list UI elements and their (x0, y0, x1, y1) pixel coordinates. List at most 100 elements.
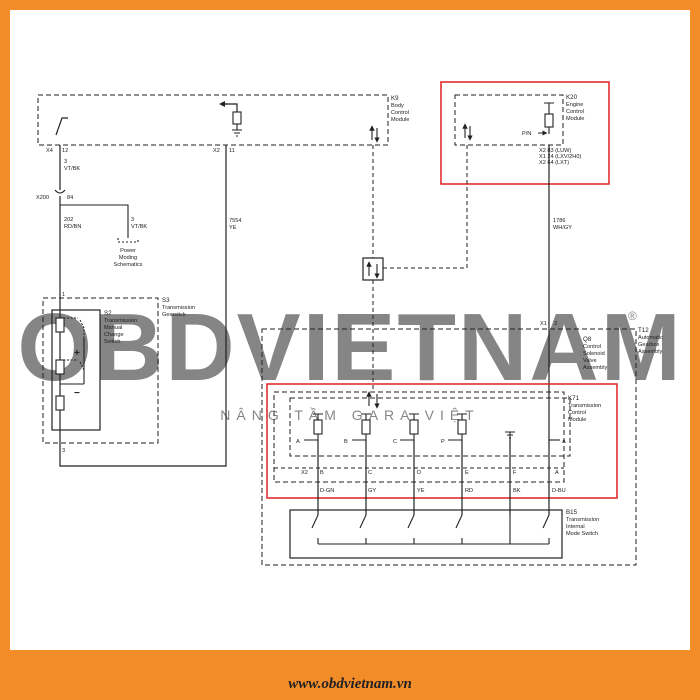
solenoid-3-resistor (409, 419, 419, 435)
k9-line-1: Body (391, 103, 404, 109)
tcm-x2-label: X2 (301, 470, 308, 476)
w3-color: YE (229, 225, 237, 231)
s2-line-1: Transmission (104, 318, 137, 324)
power-moding-pin: 3 (131, 217, 134, 223)
k20-connector-1: X2 83 (LUW) (539, 148, 571, 154)
bus-gateway-block (362, 257, 384, 281)
solenoid-channel-3: C D YE (393, 413, 425, 515)
s2-line-3: Change (104, 332, 124, 338)
solenoid-channel-2: B C GY (344, 413, 376, 515)
x200-pin: 84 (67, 195, 73, 201)
w1-color: VT/BK (64, 166, 80, 172)
q8-line-1: Control (583, 344, 601, 350)
tcm-right-channel: A A D-BU (548, 439, 566, 515)
power-moding-line-3: Schematics (114, 262, 143, 268)
solenoid-4-resistor (457, 419, 467, 435)
w4-color: WH/GY (553, 225, 572, 231)
s3-line-1: Transmission (162, 305, 195, 311)
k9-resistor (232, 111, 242, 125)
solenoid-4-pin: E (465, 470, 469, 476)
footer-bar (0, 650, 700, 700)
solenoid-3-wire: YE (417, 488, 425, 494)
w3-num: 7554 (229, 218, 241, 224)
t12-automatic-gearbox-assembly: T12 Automatic Gearbox Assembly X1 3 Q8 C… (261, 321, 663, 566)
s2-plus-contact-icon (60, 317, 85, 338)
s2-line-4: Switch (104, 339, 120, 345)
watermark: OBDVIETNAM NÂNG TẦM GARA VIỆT ® (17, 294, 682, 423)
b15-contact-5-icon (542, 514, 550, 544)
s3-pin-top: 1 (62, 292, 65, 298)
x1-tcm-pin: 3 (554, 321, 557, 327)
solenoid-channel-1: A B D-GN (296, 413, 334, 515)
k20-line-2: Control (566, 109, 584, 115)
solenoid-5-pin: F (513, 470, 517, 476)
k71-highlight-box (266, 383, 618, 499)
s2-resistor-3 (55, 395, 65, 411)
s3-id: S3 (162, 297, 170, 304)
s3-transmission-gearstick: 1 S3 Transmission Gearstick S2 Transmiss… (42, 145, 241, 467)
w2-num: 202 (64, 217, 73, 223)
x200-connector-icon (54, 189, 66, 194)
solenoid-1-pin: B (320, 470, 324, 476)
s2-line-2: Manual (104, 325, 122, 331)
t12-id: T12 (638, 327, 649, 334)
s2-id: S2 (104, 310, 112, 317)
x2-left-label: X2 (213, 148, 220, 154)
k20-highlight-box (440, 81, 610, 185)
solenoid-2-letter: B (344, 439, 348, 445)
q8-line-4: Assembly (583, 365, 607, 371)
watermark-brand: OBDVIETNAM (17, 294, 682, 401)
b15-line-2: Internal (566, 524, 585, 530)
solenoid-4-wire: RD (465, 488, 473, 494)
power-moding-wire: VT/BK (131, 224, 147, 230)
k20-line-3: Module (566, 116, 584, 122)
s2-plus-label: + (74, 348, 80, 359)
left-wire-chain: 3 VT/BK X200 84 202 RD/BN 3 VT/BK Power … (36, 145, 147, 300)
solenoid-2-pin: C (368, 470, 372, 476)
solenoid-3-letter: C (393, 439, 397, 445)
s2-resistor-2 (55, 359, 65, 375)
wire-7554 (59, 145, 227, 467)
tcm-right-pin: A (555, 470, 559, 476)
solenoid-channel-5-ground: F BK (505, 431, 521, 515)
power-moding-line-2: Moding (119, 255, 137, 261)
s3-line-2: Gearstick (162, 312, 186, 318)
k9-output-lead (225, 103, 238, 112)
solenoid-1-letter: A (296, 439, 300, 445)
k20-engine-control-module: K20 Engine Control Module P/N X2 83 (LUW… (440, 81, 610, 185)
k71-line-2: Control (568, 410, 586, 416)
q8-line-2: Solenoid (583, 351, 605, 357)
w2-color: RD/BN (64, 224, 81, 230)
b15-contact-2-icon (359, 514, 367, 544)
solenoid-5-wire: BK (513, 488, 521, 494)
orange-frame-top (0, 0, 700, 10)
x200-label: X200 (36, 195, 49, 201)
solenoid-4-letter: P (441, 439, 445, 445)
k71-id: K71 (568, 395, 580, 402)
k20-line-1: Engine (566, 102, 583, 108)
schematic-svg: OBDVIETNAM NÂNG TẦM GARA VIỆT ® K9 Body … (17, 81, 682, 566)
k20-id: K20 (566, 94, 578, 101)
k9-id: K9 (391, 95, 399, 102)
b15-id: B15 (566, 509, 578, 516)
solenoid-channel-4: P E RD (441, 413, 473, 515)
solenoid-1-wire: D-GN (320, 488, 334, 494)
b15-mode-switch-box (289, 509, 563, 559)
k9-body-control-module: K9 Body Control Module X4 12 X2 11 (37, 94, 409, 154)
solenoid-2-resistor (361, 419, 371, 435)
solenoid-2-wire: GY (368, 488, 376, 494)
s3-pin-bottom: 3 (62, 448, 65, 454)
q8-id: Q8 (583, 336, 592, 343)
solenoid-3-pin: D (417, 470, 421, 476)
t12-line-2: Gearbox (638, 342, 660, 348)
w1-num: 3 (64, 159, 67, 165)
x4-label: X4 (46, 148, 53, 154)
k20-pin-label: P/N (522, 131, 531, 137)
t12-line-3: Assembly (638, 349, 662, 355)
b15-line-1: Transmission (566, 517, 599, 523)
power-moding-ref-bracket (117, 238, 139, 243)
s2-resistor-1 (55, 317, 65, 333)
t12-line-1: Automatic (638, 335, 663, 341)
w4-num: 1786 (553, 218, 565, 224)
